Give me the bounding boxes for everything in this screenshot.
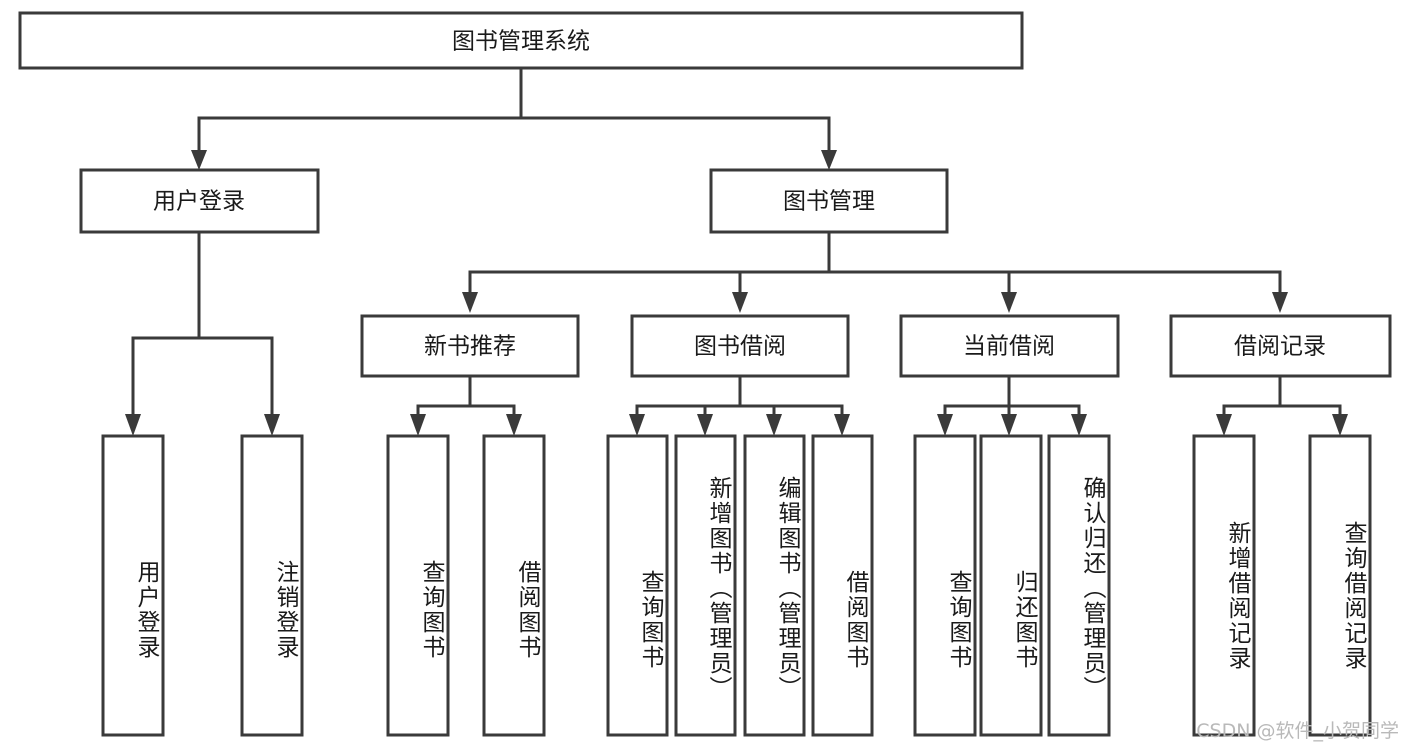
- leaf-add-borrow-record[interactable]: 新增借阅记录: [1192, 434, 1256, 737]
- node-book-management-label: 图书管理: [783, 189, 875, 215]
- node-root-label: 图书管理系统: [452, 29, 590, 55]
- leaf-query-book-borrow-label: 查询图书: [637, 570, 663, 670]
- node-borrow-record[interactable]: 借阅记录: [1169, 314, 1392, 378]
- leaf-query-book-current[interactable]: 查询图书: [913, 434, 977, 737]
- node-user-login-label: 用户登录: [153, 189, 245, 215]
- leaf-query-borrow-record[interactable]: 查询借阅记录: [1308, 434, 1372, 737]
- arrow-head-book-borrow: [732, 292, 748, 313]
- node-borrow-record-label: 借阅记录: [1234, 334, 1326, 360]
- node-new-book-recommend[interactable]: 新书推荐: [360, 314, 580, 378]
- leaf-return-book-label: 归还图书: [1011, 570, 1037, 670]
- arrow-head-leaf-edit-book: [766, 414, 782, 436]
- arrow-head-leaf-logout: [264, 414, 280, 436]
- leaf-add-borrow-record-label: 新增借阅记录: [1224, 521, 1250, 671]
- leaf-add-book-admin-label: 新增图书（管理员）: [705, 475, 731, 701]
- node-book-borrow-label: 图书借阅: [694, 334, 786, 360]
- leaf-user-login-label: 用户登录: [133, 560, 159, 660]
- leaf-query-book-current-label: 查询图书: [945, 570, 971, 670]
- node-user-login[interactable]: 用户登录: [79, 168, 320, 234]
- connector-layer: [125, 66, 1348, 436]
- arrow-head-leaf-query-book-1: [410, 414, 426, 436]
- leaf-query-book-recommend[interactable]: 查询图书: [386, 434, 450, 737]
- leaf-confirm-return-admin-label: 确认归还（管理员）: [1079, 475, 1105, 701]
- leaf-confirm-return-admin[interactable]: 确认归还（管理员）: [1047, 434, 1111, 737]
- leaf-logout-label: 注销登录: [272, 560, 298, 660]
- arrow-head-leaf-add-record: [1216, 414, 1232, 436]
- arrow-head-current-borrow: [1001, 292, 1017, 313]
- leaf-edit-book-admin[interactable]: 编辑图书（管理员）: [743, 434, 806, 737]
- arrow-head-leaf-confirm-return: [1071, 414, 1087, 436]
- node-new-book-recommend-label: 新书推荐: [424, 334, 516, 360]
- arrow-head-leaf-query-book-3: [937, 414, 953, 436]
- leaf-edit-book-admin-label: 编辑图书（管理员）: [774, 475, 800, 701]
- leaf-query-book-borrow[interactable]: 查询图书: [606, 434, 669, 737]
- leaf-borrow-book-borrow-label: 借阅图书: [842, 570, 868, 670]
- arrow-head-leaf-add-book: [697, 414, 713, 436]
- leaf-borrow-book-recommend-label: 借阅图书: [514, 560, 540, 660]
- leaf-borrow-book-recommend[interactable]: 借阅图书: [482, 434, 546, 737]
- arrow-head-leaf-borrow-book-1: [506, 414, 522, 436]
- arrow-head-book-manage: [821, 150, 837, 170]
- arrow-head-borrow-record: [1272, 292, 1288, 313]
- node-book-borrow[interactable]: 图书借阅: [630, 314, 850, 378]
- node-current-borrow[interactable]: 当前借阅: [899, 314, 1120, 378]
- arrow-head-user-login: [191, 150, 207, 170]
- arrow-head-leaf-return-book: [1001, 414, 1017, 436]
- arrow-head-new-book: [462, 292, 478, 313]
- leaf-add-book-admin[interactable]: 新增图书（管理员）: [674, 434, 737, 737]
- leaf-user-login[interactable]: 用户登录: [101, 434, 165, 737]
- leaf-query-borrow-record-label: 查询借阅记录: [1340, 521, 1366, 671]
- leaf-return-book[interactable]: 归还图书: [979, 434, 1043, 737]
- node-current-borrow-label: 当前借阅: [963, 334, 1055, 360]
- arrow-head-leaf-query-record: [1332, 414, 1348, 436]
- node-book-management[interactable]: 图书管理: [709, 168, 949, 234]
- arrow-head-leaf-borrow-book-2: [834, 414, 850, 436]
- leaf-query-book-recommend-label: 查询图书: [418, 560, 444, 660]
- leaf-logout[interactable]: 注销登录: [240, 434, 304, 737]
- leaf-borrow-book-borrow[interactable]: 借阅图书: [811, 434, 874, 737]
- node-root-system[interactable]: 图书管理系统: [18, 11, 1024, 70]
- arrow-head-leaf-query-book-2: [629, 414, 645, 436]
- arrow-head-leaf-user-login: [125, 414, 141, 436]
